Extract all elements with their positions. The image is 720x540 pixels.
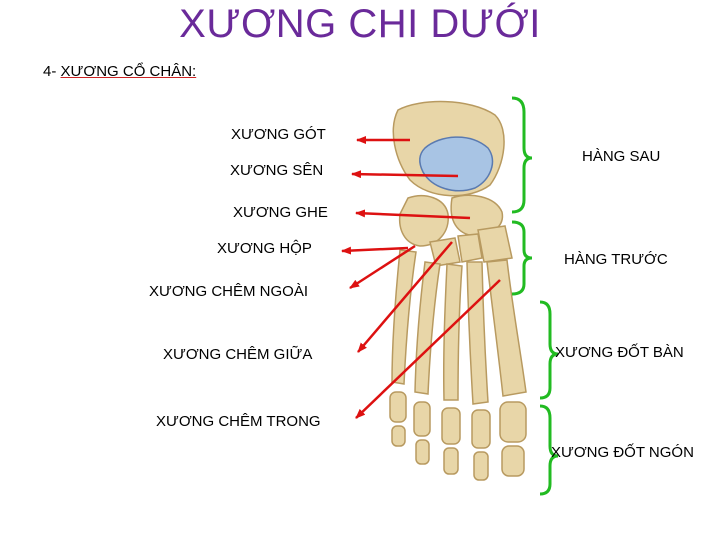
distal-phalanx-1 — [501, 445, 525, 477]
middle-cuneiform-bone — [457, 233, 483, 263]
metatarsal-2 — [466, 261, 489, 405]
label-calcaneus: XƯƠNG GÓT — [231, 126, 326, 143]
pointer-arrows — [341, 136, 501, 419]
section-heading: 4- XƯƠNG CỔ CHÂN: — [43, 63, 196, 80]
bracket-metatarsals — [539, 300, 559, 400]
phalanx-3 — [441, 407, 461, 445]
arrow-middle-cuneiform — [357, 241, 453, 353]
section-number: 4- — [43, 63, 61, 80]
group-brackets — [511, 96, 559, 496]
label-medial-cuneiform: XƯƠNG CHÊM TRONG — [156, 413, 321, 430]
arrow-navicular — [355, 209, 471, 220]
metatarsal-5 — [391, 249, 417, 385]
label-lateral-cuneiform: XƯƠNG CHÊM NGOÀI — [149, 283, 309, 300]
section-title: XƯƠNG CỔ CHÂN: — [60, 63, 197, 80]
medial-cuneiform-bone — [477, 225, 513, 263]
label-posterior-row: HÀNG SAU — [582, 148, 661, 165]
bracket-phalanges — [539, 404, 559, 496]
page-title: XƯƠNG CHI DƯỚI — [179, 2, 541, 46]
metatarsal-1 — [486, 259, 527, 397]
talus-bone — [419, 136, 494, 192]
label-anterior-row: HÀNG TRƯỚC — [564, 251, 668, 268]
metatarsal-3 — [442, 263, 463, 401]
label-talus: XƯƠNG SÊN — [230, 162, 324, 179]
arrow-talus — [351, 170, 459, 179]
phalanx-2 — [471, 409, 491, 449]
distal-phalanx-4 — [415, 439, 430, 465]
label-middle-cuneiform: XƯƠNG CHÊM GIỮA — [163, 346, 313, 363]
bracket-posterior-row — [511, 96, 533, 214]
label-cuboid: XƯƠNG HỘP — [217, 240, 312, 257]
arrow-cuboid — [341, 246, 409, 255]
phalanx-5 — [389, 391, 407, 423]
metatarsal-4 — [414, 261, 441, 395]
phalanx-4 — [413, 401, 431, 437]
phalanx-1 — [499, 401, 527, 443]
distal-phalanx-3 — [443, 447, 459, 475]
foot-bones — [389, 100, 527, 481]
label-metatarsals: XƯƠNG ĐỐT BÀN — [555, 344, 684, 361]
arrow-medial-cuneiform — [355, 279, 501, 419]
arrow-lateral-cuneiform — [349, 244, 416, 290]
cuboid-bone — [398, 194, 449, 247]
bracket-anterior-row — [511, 220, 533, 296]
label-navicular: XƯƠNG GHE — [233, 204, 328, 221]
distal-phalanx-5 — [391, 425, 406, 447]
label-phalanges: XƯƠNG ĐỐT NGÓN — [551, 444, 694, 461]
distal-phalanx-2 — [473, 451, 489, 481]
